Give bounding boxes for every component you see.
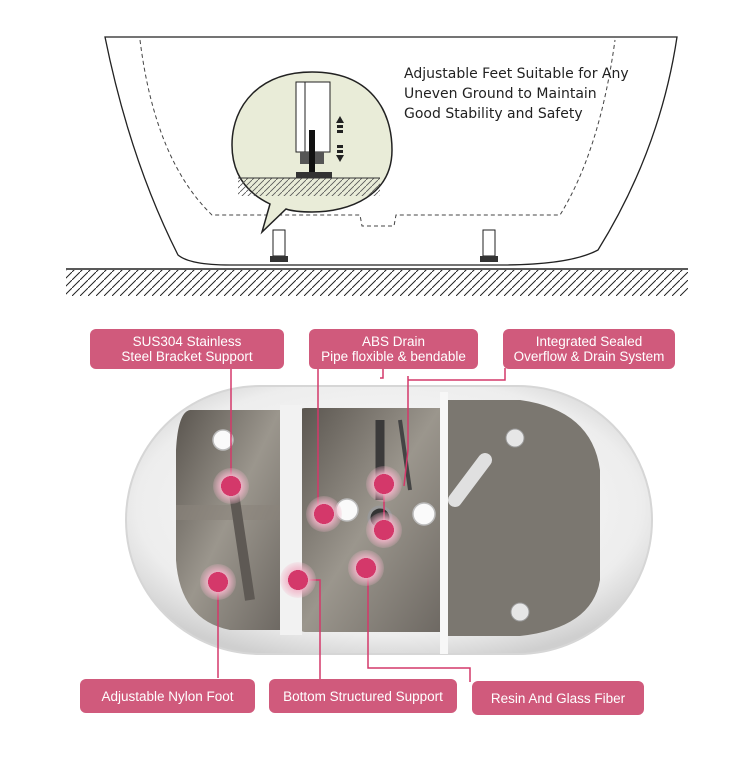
hotspot-structured [280, 562, 316, 598]
adjustable-foot-detail-bubble [231, 71, 393, 235]
hotspot-drain-left [306, 496, 342, 532]
adjustable-feet-caption: Adjustable Feet Suitable for Any Uneven … [404, 64, 629, 124]
label-nylon-foot: Adjustable Nylon Foot [80, 679, 255, 713]
label-structured-support: Bottom Structured Support [269, 679, 457, 713]
hotspot-bracket [213, 468, 249, 504]
tub-feet [270, 229, 498, 262]
floor-hatch [66, 268, 688, 296]
label-overflow-system: Integrated Sealed Overflow & Drain Syste… [503, 329, 675, 369]
hotspot-drain-center [366, 512, 402, 548]
hotspot-overflow [366, 466, 402, 502]
caption-line-2: Uneven Ground to Maintain [404, 86, 597, 102]
hotspot-resin [348, 550, 384, 586]
hotspots [200, 466, 402, 600]
label-bracket-support: SUS304 Stainless Steel Bracket Support [90, 329, 284, 369]
label-resin-glass-fiber: Resin And Glass Fiber [472, 681, 644, 715]
hotspot-nylon-foot [200, 564, 236, 600]
caption-line-1: Adjustable Feet Suitable for Any [404, 66, 629, 82]
caption-line-3: Good Stability and Safety [404, 106, 583, 122]
label-abs-drain: ABS Drain Pipe floxible & bendable [309, 329, 478, 369]
